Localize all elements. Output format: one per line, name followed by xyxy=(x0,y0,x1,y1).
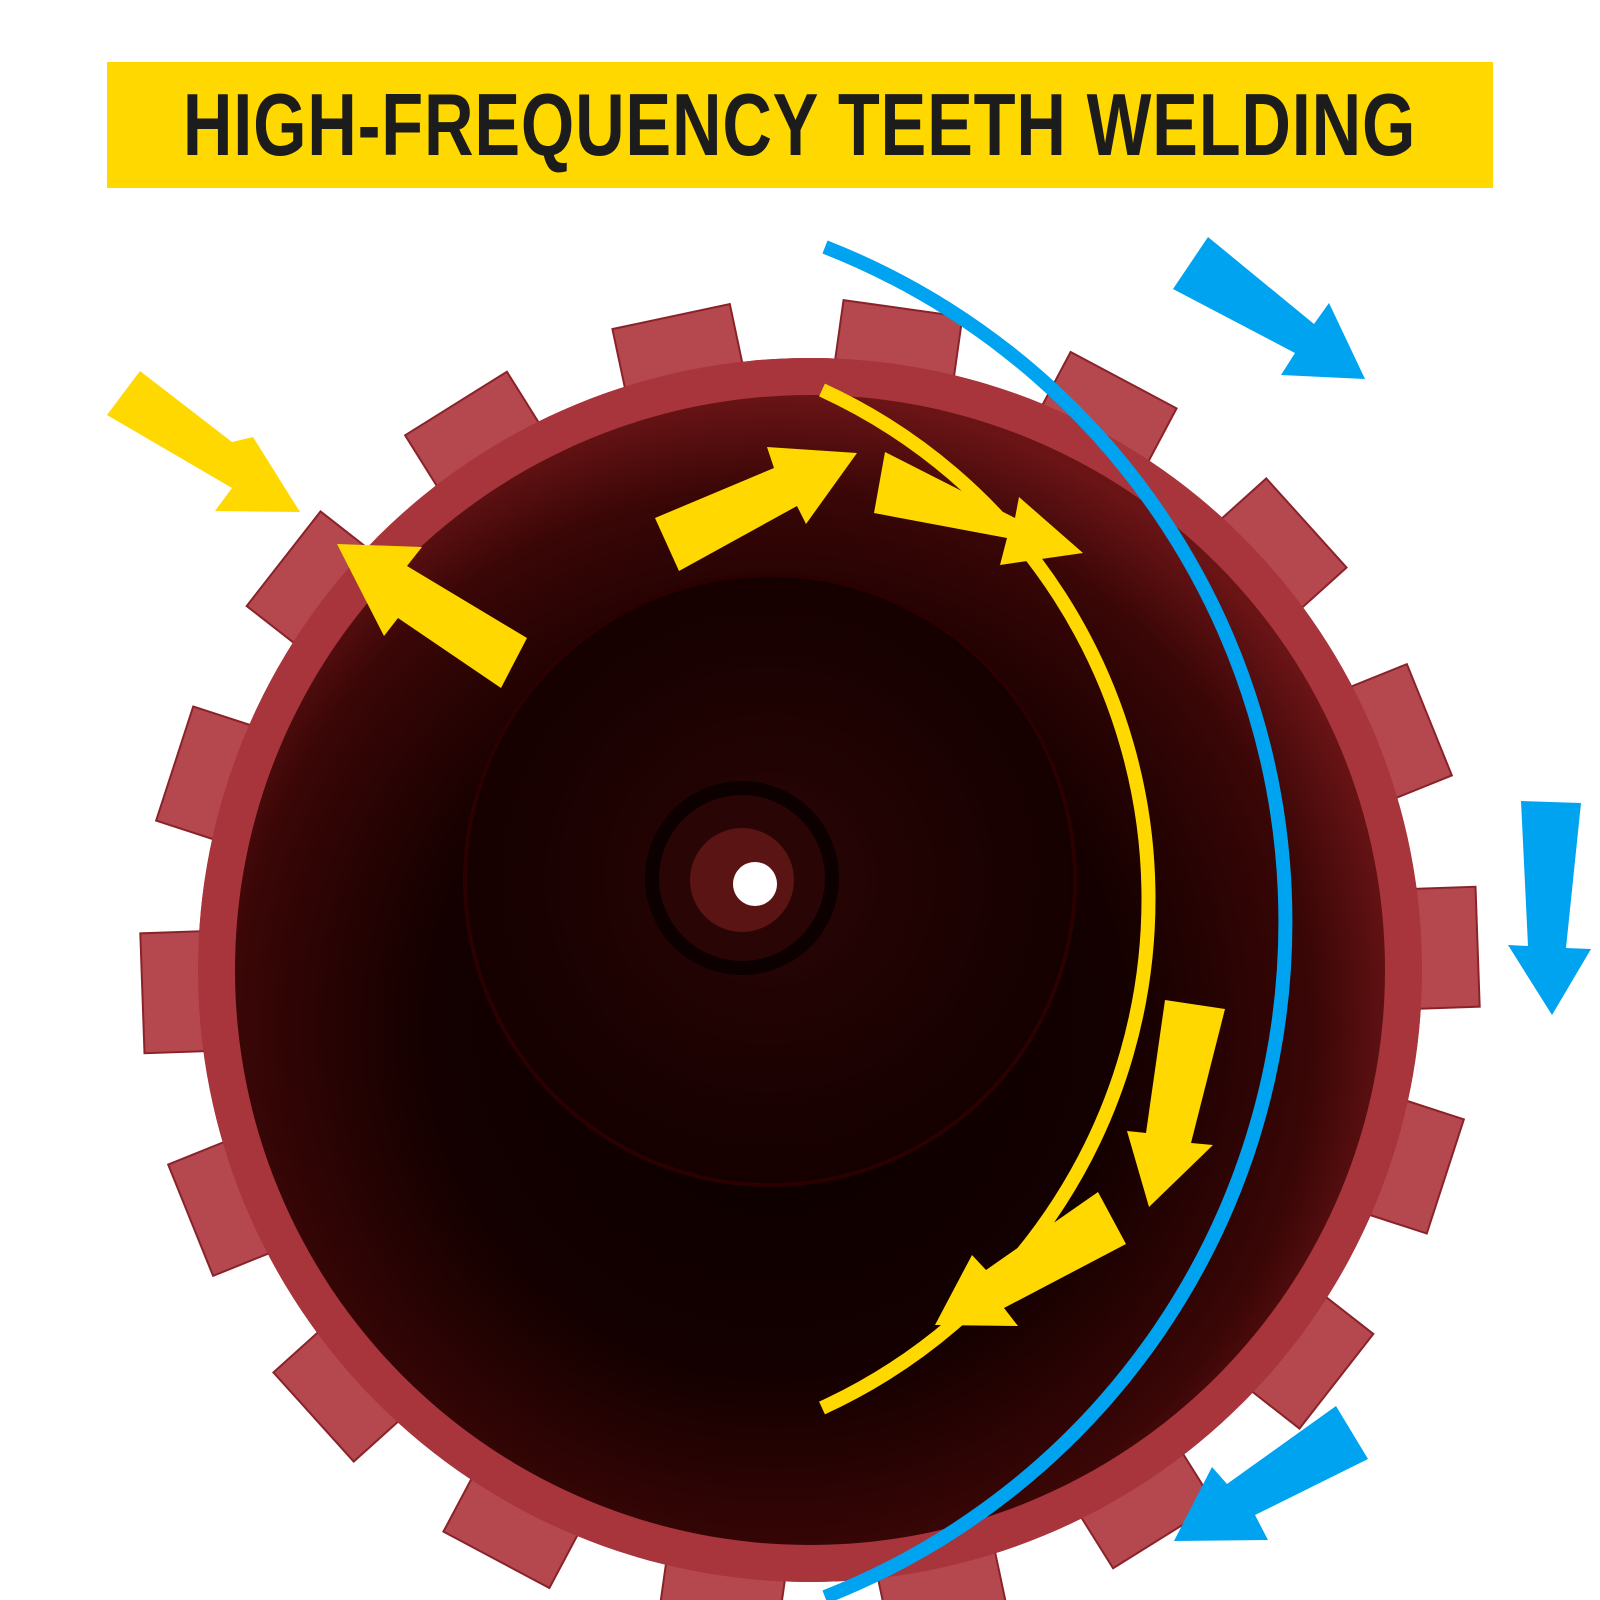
blue-arrow-icon xyxy=(1508,801,1591,1015)
blue-arrow-icon xyxy=(1174,1406,1368,1541)
yellow-arrows xyxy=(107,371,1225,1326)
yellow-arrow-icon xyxy=(107,371,300,512)
yellow-arrow-icon xyxy=(337,544,527,688)
blue-rotation-arc xyxy=(822,240,1293,1600)
blue-arrows xyxy=(1173,237,1591,1541)
banner-title: HIGH-FREQUENCY TEETH WELDING xyxy=(183,75,1417,174)
yellow-arrow-icon xyxy=(935,1192,1126,1326)
drill-hub xyxy=(463,573,1077,1187)
segment-teeth xyxy=(139,299,1481,1600)
blue-arrow-icon xyxy=(1173,237,1365,379)
yellow-arrow-icon xyxy=(1127,1000,1225,1207)
yellow-arrow-icon xyxy=(874,452,1083,565)
yellow-arrow-icon xyxy=(655,447,857,571)
center-hole xyxy=(733,862,777,906)
title-banner: HIGH-FREQUENCY TEETH WELDING xyxy=(107,62,1493,188)
